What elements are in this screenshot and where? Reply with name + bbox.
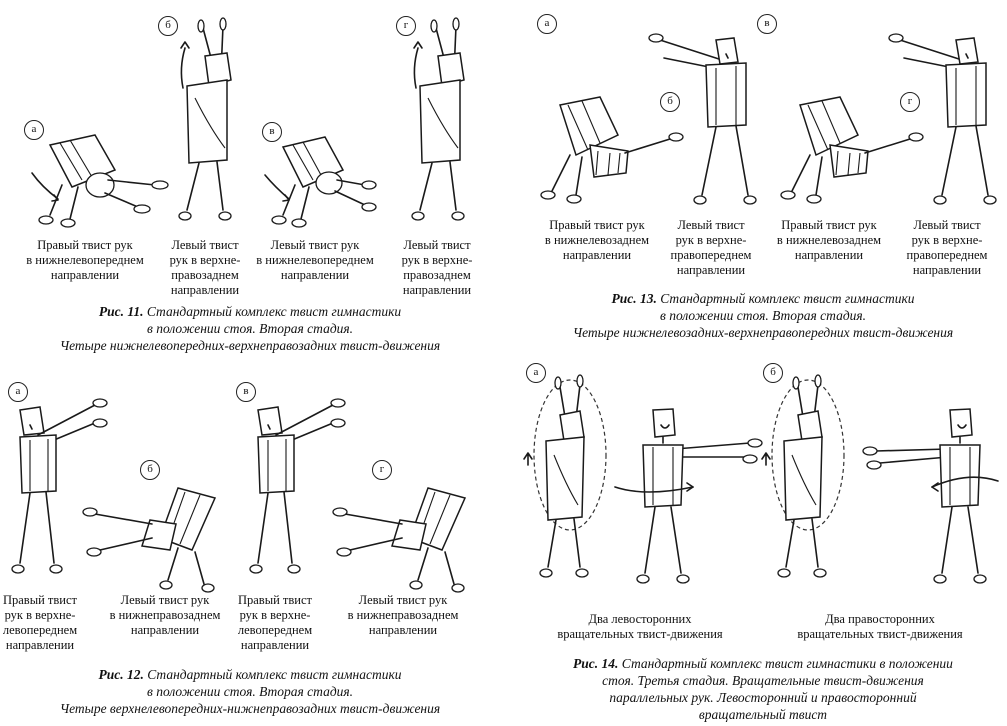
stick-figure-icon	[614, 408, 763, 584]
fig11-letter-v: в	[262, 122, 282, 142]
fig12-label-a: Правый твист рук в верхне- левопереднем …	[2, 593, 78, 652]
fig12-letter-v: в	[236, 382, 256, 402]
fig12-caption-line3: Четыре верхнелевопередних-нижнеправозадн…	[59, 701, 441, 716]
fig13-caption: Рис. 13. Стандартный комплекс твист гимн…	[528, 290, 998, 341]
fig11-figure-a	[20, 125, 180, 240]
fig12-figure-g	[330, 480, 480, 595]
stick-figure-icon	[761, 374, 845, 578]
stick-figure-icon	[332, 487, 467, 593]
fig12-caption-line2: в положении стоя. Вторая стадия.	[146, 684, 354, 699]
stick-figure-icon	[11, 398, 108, 574]
fig12-caption: Рис. 12. Стандартный комплекс твист гимн…	[10, 666, 490, 717]
fig14-label-b: Два правосторонних вращательных твист-дв…	[797, 612, 963, 641]
fig12-label-v: Правый твист рук в верхне- левопереднем …	[237, 593, 313, 652]
fig13-figure-g	[888, 30, 1000, 215]
fig14-figure-b2	[858, 405, 1003, 595]
fig14-caption-line4: вращательный твист	[698, 707, 828, 722]
fig12-label-g: Левый твист рук в нижнеправозаднем напра…	[347, 593, 459, 637]
stick-figure-icon	[523, 374, 607, 578]
stick-figure-icon	[780, 96, 924, 204]
fig11-figure-b	[165, 17, 255, 238]
fig14-letter-a: а	[526, 363, 546, 383]
stick-figure-icon	[249, 398, 346, 574]
fig11-caption-line3: Четыре нижнелевопередних-верхнеправозадн…	[59, 338, 441, 353]
fig11-caption-line1: Стандартный комплекс твист гимнастики	[146, 304, 402, 319]
fig14-figure-a2	[614, 405, 765, 595]
fig12-letter-a: а	[8, 382, 28, 402]
fig13-caption-num: Рис. 13.	[611, 291, 657, 306]
fig13-figure-v	[770, 95, 924, 215]
stick-figure-icon	[264, 136, 377, 228]
stick-figure-icon	[648, 33, 757, 205]
fig13-caption-line1: Стандартный комплекс твист гимнастики	[660, 291, 915, 306]
fig13-letter-g: г	[900, 92, 920, 112]
fig13-figure-b	[648, 30, 760, 215]
fig11-letter-b: б	[158, 16, 178, 36]
fig11-label-a: Правый твист рук в нижнелевопереднем нап…	[26, 238, 144, 282]
fig11-caption-line2: в положении стоя. Вторая стадия.	[146, 321, 354, 336]
fig11-letter-a: а	[24, 120, 44, 140]
fig11-caption: Рис. 11. Стандартный комплекс твист гимн…	[20, 303, 480, 354]
fig13-label-b: Левый твист рук в верхне- правопереднем …	[670, 218, 752, 277]
fig11-caption-num: Рис. 11.	[98, 304, 144, 319]
fig13-caption-line2: в положении стоя. Вторая стадия.	[659, 308, 867, 323]
fig13-letter-v: в	[757, 14, 777, 34]
fig14-figure-b1	[758, 374, 868, 595]
fig13-label-g: Левый твист рук в верхне- правопереднем …	[906, 218, 988, 277]
fig12-label-b: Левый твист рук в нижнеправозаднем напра…	[109, 593, 221, 637]
fig13-label-a: Правый твист рук в нижнелевозаднем напра…	[544, 218, 650, 262]
fig14-caption-line2: стоя. Третья стадия. Вращательные твист-…	[602, 673, 924, 688]
fig12-letter-g: г	[372, 460, 392, 480]
fig13-caption-line3: Четыре нижнелевозадних-верхнеправопередн…	[572, 325, 954, 340]
fig12-figure-b	[80, 480, 230, 595]
fig11-figure-g	[398, 17, 488, 238]
fig12-letter-b: б	[140, 460, 160, 480]
fig14-letter-b: б	[763, 363, 783, 383]
dashed-ellipse-icon	[771, 379, 845, 531]
fig14-caption-num: Рис. 14.	[573, 656, 619, 671]
dashed-ellipse-icon	[533, 379, 607, 531]
fig14-label-a: Два левосторонних вращательных твист-дви…	[557, 612, 723, 641]
fig13-letter-a: а	[537, 14, 557, 34]
fig13-figure-a	[530, 95, 684, 215]
stick-figure-icon	[178, 17, 232, 221]
stick-figure-icon	[540, 96, 684, 204]
fig11-label-g: Левый твист рук в верхне- правозаднем на…	[401, 238, 473, 297]
fig14-figure-a1	[520, 374, 630, 595]
fig13-label-v: Правый твист рук в нижнелевозаднем напра…	[776, 218, 882, 262]
fig12-figure-v	[248, 395, 358, 600]
fig12-caption-num: Рис. 12.	[98, 667, 144, 682]
fig12-figure-a	[10, 395, 120, 600]
fig14-caption: Рис. 14. Стандартный комплекс твист гимн…	[528, 655, 998, 723]
fig14-caption-line3: параллельных рук. Левосторонний и правос…	[609, 690, 917, 705]
fig11-letter-g: г	[396, 16, 416, 36]
fig12-caption-line1: Стандартный комплекс твист гимнастики	[147, 667, 402, 682]
fig11-label-v: Левый твист рук в нижнелевопереднем напр…	[256, 238, 374, 282]
stick-figure-icon	[411, 17, 465, 221]
fig14-caption-line1: Стандартный комплекс твист гимнастики в …	[621, 656, 953, 671]
stick-figure-icon	[862, 408, 999, 584]
fig11-label-b: Левый твист рук в верхне- правозаднем на…	[169, 238, 241, 297]
stick-figure-icon	[31, 134, 169, 228]
fig13-letter-b: б	[660, 92, 680, 112]
stick-figure-icon	[82, 487, 217, 593]
stick-figure-icon	[888, 33, 997, 205]
fig11-figure-v	[255, 125, 385, 240]
